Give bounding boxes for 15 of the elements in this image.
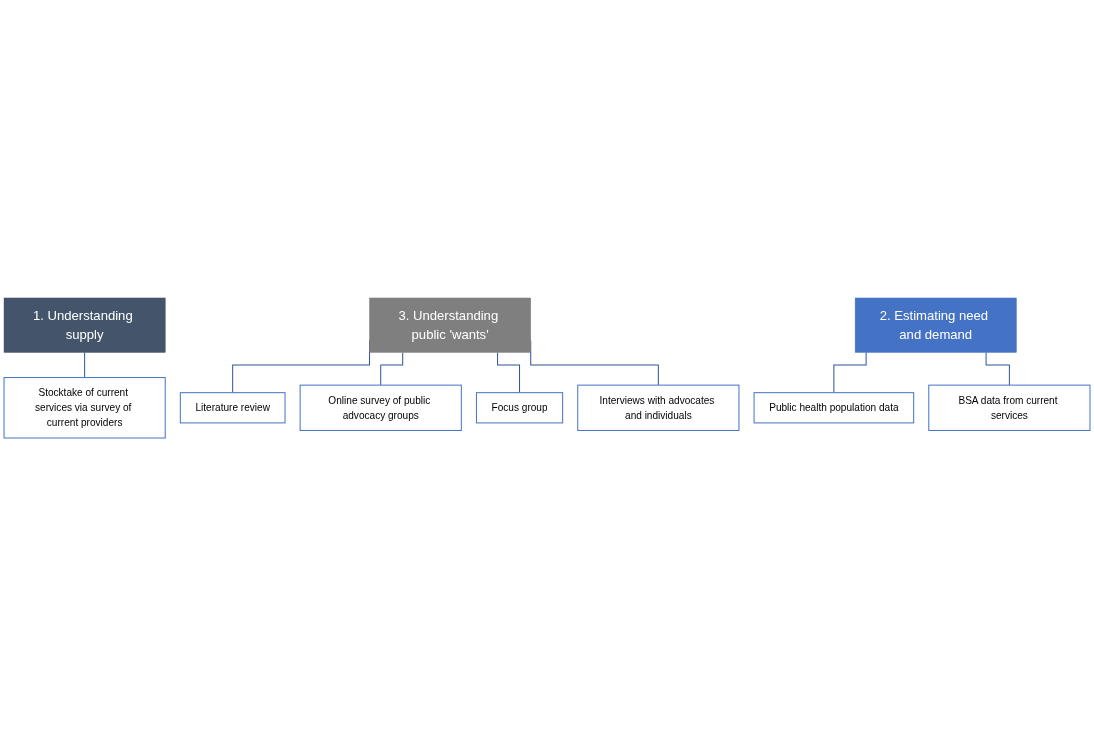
node-box: 1. Understanding supply [3, 297, 166, 353]
connector [84, 351, 86, 379]
node-box: Focus group [475, 392, 564, 424]
node-box: 2. Estimating need and demand [854, 297, 1017, 353]
node-box: Stocktake of current services via survey of current providers [3, 377, 166, 439]
connector [985, 351, 1010, 386]
node-box: Interviews with advocates and individuals [577, 384, 740, 431]
connector [497, 351, 521, 394]
node-box: 3. Understanding public 'wants' [369, 297, 531, 353]
node-box: Public health population data [753, 392, 915, 424]
node-box: BSA data from current services [928, 384, 1091, 431]
node-box: Literature review [179, 392, 286, 424]
connector [380, 351, 404, 386]
node-box: Online survey of public advocacy groups [299, 384, 462, 431]
connector [833, 351, 867, 394]
